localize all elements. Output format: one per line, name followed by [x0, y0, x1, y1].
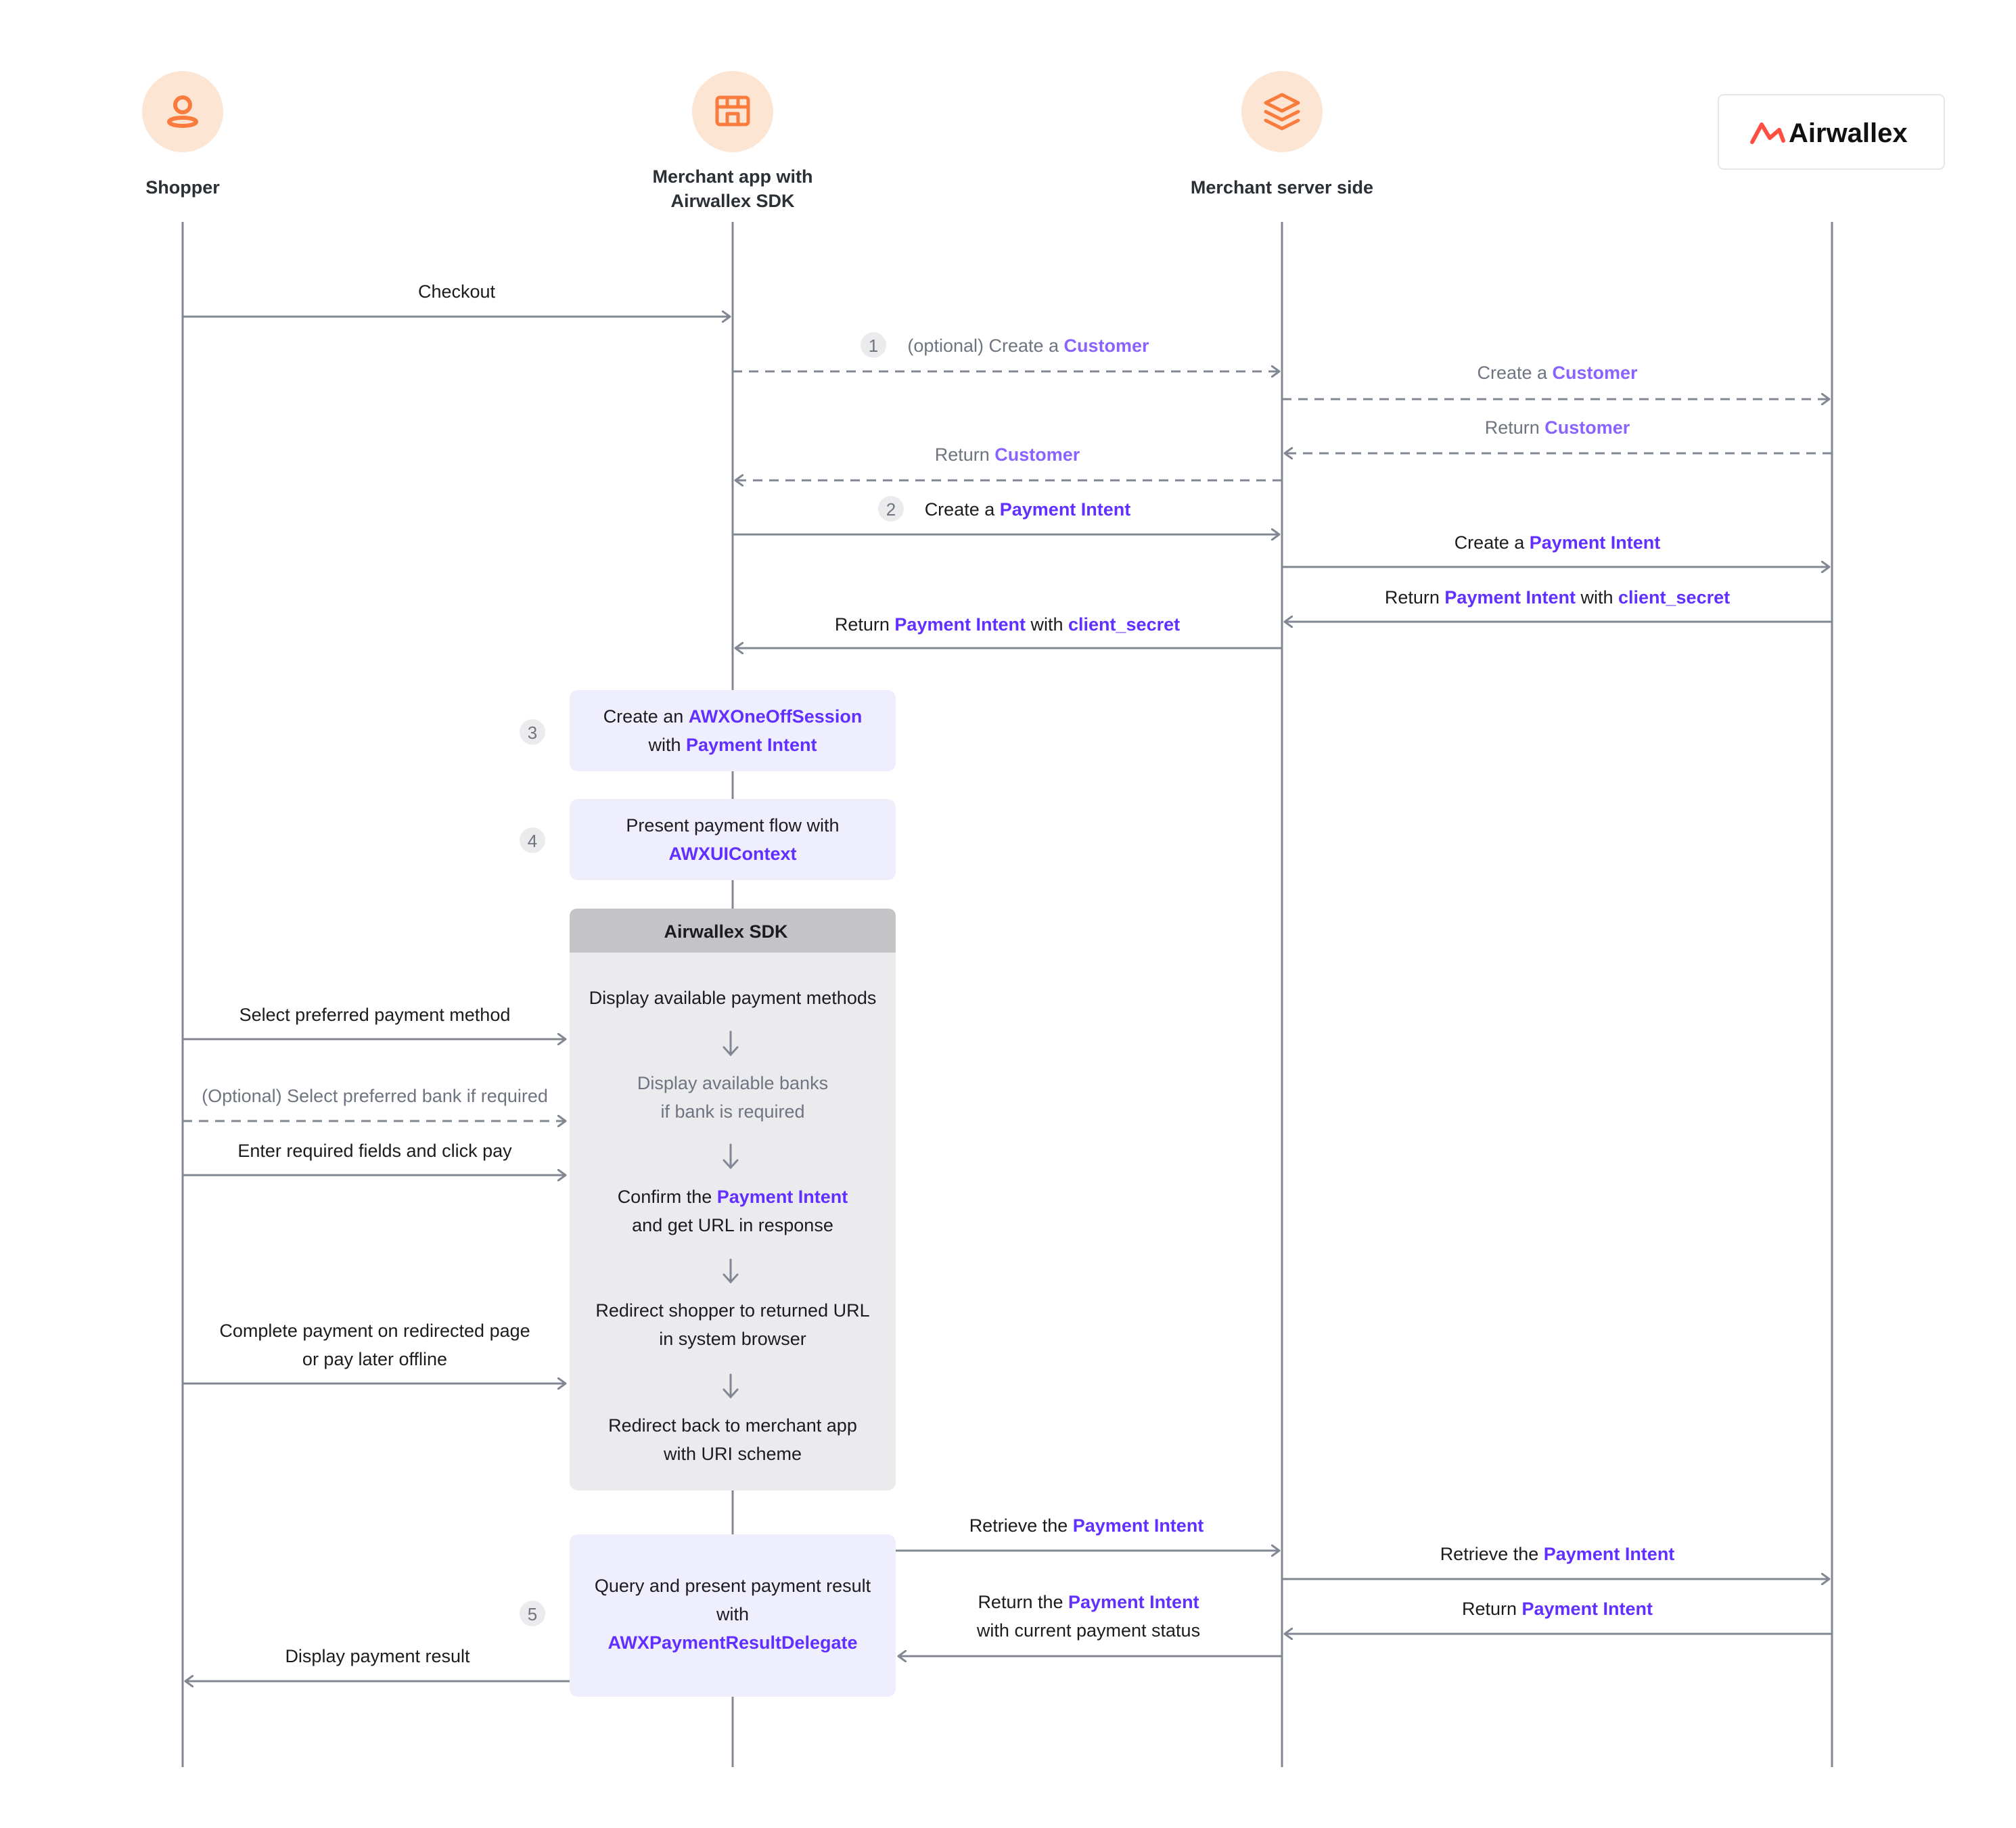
svg-text:5: 5: [528, 1604, 537, 1624]
ui-context-term: AWXUIContext: [669, 844, 797, 864]
airwallex-actor: Airwallex: [1718, 94, 1945, 170]
svg-text:Complete payment on redirected: Complete payment on redirected page: [219, 1321, 530, 1341]
result-line2: with: [716, 1604, 749, 1624]
merchant-server-actor: Merchant server side: [1191, 71, 1373, 198]
session-box-prefix: Create an: [603, 706, 689, 727]
message-create-payment-intent-app: Create a Payment Intent: [733, 499, 1279, 534]
shopper-label: Shopper: [145, 177, 220, 198]
result-term: AWXPaymentResultDelegate: [608, 1632, 857, 1653]
sdk-confirm-term: Payment Intent: [717, 1187, 848, 1207]
svg-text:Return Customer: Return Customer: [1485, 417, 1630, 438]
svg-text:Create a Customer: Create a Customer: [1477, 363, 1638, 383]
step-badge-1: 1: [861, 332, 886, 358]
merchant-app-label-line2: Airwallex SDK: [670, 191, 795, 211]
sdk-banks-line1: Display available banks: [637, 1073, 828, 1093]
down-arrow-icon: [723, 1258, 739, 1284]
svg-text:with Payment Intent: with Payment Intent: [647, 735, 817, 755]
ui-context-line1: Present payment flow with: [626, 815, 839, 836]
svg-text:Return Payment Intent: Return Payment Intent: [1462, 1599, 1653, 1619]
message-display-result: Display payment result: [185, 1646, 570, 1681]
airwallex-logo-icon: [1750, 122, 1785, 144]
svg-text:Return the Payment Intent: Return the Payment Intent: [978, 1592, 1199, 1612]
sdk-redirect-line2: in system browser: [659, 1329, 806, 1349]
airwallex-logo-text: Airwallex: [1789, 118, 1908, 148]
message-select-payment-method: Select preferred payment method: [183, 1005, 566, 1039]
svg-text:(optional) Create a Customer: (optional) Create a Customer: [907, 336, 1149, 356]
message-return-pi-airwallex: Return Payment Intent: [1285, 1599, 1832, 1634]
sdk-display-methods: Display available payment methods: [589, 988, 877, 1008]
sdk-back-line2: with URI scheme: [663, 1444, 802, 1464]
svg-text:Create a Payment Intent: Create a Payment Intent: [1454, 532, 1661, 553]
svg-text:(Optional) Select preferred ba: (Optional) Select preferred bank if requ…: [202, 1086, 548, 1106]
svg-text:Confirm the Payment Intent: Confirm the Payment Intent: [618, 1187, 848, 1207]
message-create-payment-intent-airwallex: Create a Payment Intent: [1282, 532, 1829, 567]
message-return-pi-secret-airwallex: Return Payment Intent with client_secret: [1285, 587, 1832, 622]
session-box-term: AWXOneOffSession: [689, 706, 863, 727]
layers-icon: [1264, 93, 1300, 131]
svg-text:Return Customer: Return Customer: [935, 444, 1080, 465]
message-optional-create-customer: (optional) Create a Customer: [733, 336, 1279, 371]
sdk-banks-line2: if bank is required: [660, 1101, 804, 1122]
svg-text:4: 4: [528, 831, 537, 851]
svg-text:Retrieve the Payment Intent: Retrieve the Payment Intent: [1440, 1544, 1675, 1564]
down-arrow-icon: [723, 1373, 739, 1399]
result-box: Query and present payment result with AW…: [570, 1534, 896, 1697]
session-box-line2-prefix: with: [647, 735, 686, 755]
svg-text:Select preferred payment metho: Select preferred payment method: [239, 1005, 511, 1025]
message-return-customer-airwallex: Return Customer: [1285, 417, 1832, 453]
person-icon: [167, 95, 198, 128]
sdk-box: Airwallex SDK Display available payment …: [570, 909, 896, 1490]
svg-text:Create an AWXOneOffSession: Create an AWXOneOffSession: [603, 706, 863, 727]
message-retrieve-pi-airwallex: Retrieve the Payment Intent: [1282, 1544, 1829, 1579]
step-badge-4: 4: [520, 827, 545, 853]
svg-text:Return Payment Intent with cli: Return Payment Intent with client_secret: [835, 614, 1180, 635]
message-return-pi-secret-app: Return Payment Intent with client_secret: [735, 614, 1282, 648]
message-enter-fields: Enter required fields and click pay: [183, 1141, 566, 1175]
step-badge-3: 3: [520, 719, 545, 745]
sdk-confirm-prefix: Confirm the: [618, 1187, 717, 1207]
svg-text:Create a Payment Intent: Create a Payment Intent: [925, 499, 1131, 520]
message-return-customer-app: Return Customer: [735, 444, 1282, 480]
svg-text:Enter required fields and clic: Enter required fields and click pay: [237, 1141, 512, 1161]
message-retrieve-pi-app: Retrieve the Payment Intent: [896, 1515, 1279, 1551]
svg-text:Checkout: Checkout: [418, 281, 496, 302]
sdk-header: Airwallex SDK: [664, 921, 788, 942]
store-icon: [715, 95, 750, 127]
down-arrow-icon: [723, 1143, 739, 1170]
merchant-app-actor: Merchant app with Airwallex SDK: [652, 71, 813, 211]
ui-context-box: Present payment flow with AWXUIContext: [570, 799, 896, 880]
message-select-bank: (Optional) Select preferred bank if requ…: [183, 1086, 566, 1121]
svg-text:Display payment result: Display payment result: [285, 1646, 470, 1666]
shopper-actor: Shopper: [142, 71, 223, 198]
step-badge-5: 5: [520, 1601, 545, 1626]
svg-text:with current payment status: with current payment status: [976, 1620, 1200, 1641]
svg-text:Retrieve the Payment Intent: Retrieve the Payment Intent: [969, 1515, 1204, 1536]
sdk-redirect-line1: Redirect shopper to returned URL: [595, 1300, 869, 1321]
merchant-server-label: Merchant server side: [1191, 177, 1373, 198]
svg-text:Return Payment Intent with cli: Return Payment Intent with client_secret: [1385, 587, 1730, 608]
result-line1: Query and present payment result: [595, 1576, 871, 1596]
message-create-customer-airwallex: Create a Customer: [1282, 363, 1829, 399]
message-complete-payment: Complete payment on redirected page or p…: [183, 1321, 566, 1384]
svg-text:3: 3: [528, 723, 537, 743]
down-arrow-icon: [723, 1030, 739, 1057]
svg-text:2: 2: [886, 499, 896, 520]
svg-text:or pay later offline: or pay later offline: [302, 1349, 447, 1369]
svg-text:1: 1: [869, 336, 878, 356]
merchant-app-label-line1: Merchant app with: [652, 166, 812, 187]
step-badge-2: 2: [878, 496, 904, 522]
session-box: Create an AWXOneOffSession with Payment …: [570, 690, 896, 771]
message-checkout: Checkout: [183, 281, 730, 317]
sdk-back-line1: Redirect back to merchant app: [608, 1415, 857, 1436]
message-return-pi-status: Return the Payment Intent with current p…: [898, 1592, 1282, 1656]
session-box-line2-term: Payment Intent: [686, 735, 817, 755]
sdk-confirm-line2: and get URL in response: [632, 1215, 833, 1235]
